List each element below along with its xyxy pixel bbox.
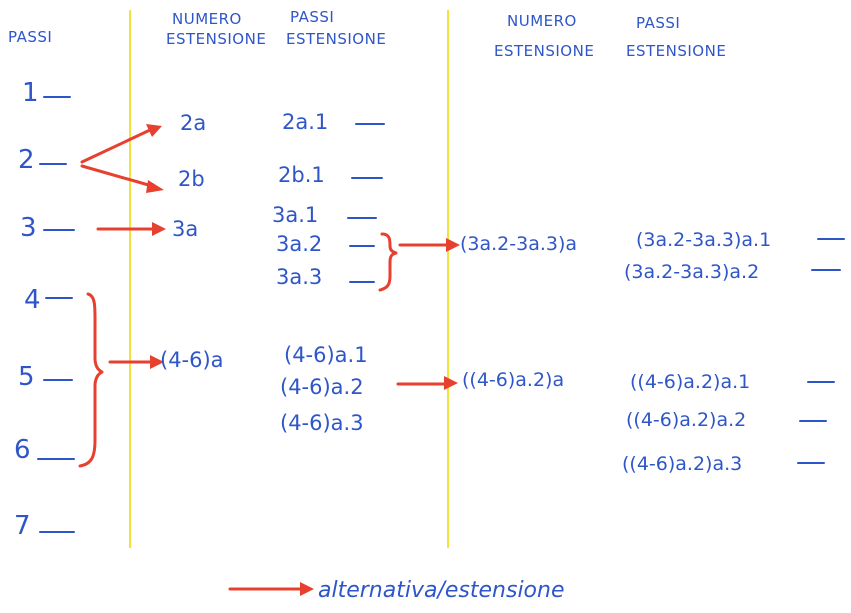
- extension-2b: 2b: [178, 167, 205, 191]
- step-7: 7: [14, 511, 31, 541]
- extension-2a: 2a: [180, 111, 206, 135]
- nested-step-4: ((4-6)a.2)a.2: [626, 409, 746, 431]
- header-passi-estensione-2: PASSI: [636, 14, 680, 32]
- arrowhead-2a: [146, 124, 162, 137]
- step-3: 3: [20, 213, 37, 243]
- step-6: 6: [14, 435, 31, 465]
- arrow-2-to-2a: [80, 128, 152, 164]
- ext-step-2b-1: 2b.1: [278, 163, 325, 187]
- nested-step-2: (3a.2-3a.3)a.2: [624, 261, 759, 283]
- nested-step-1: (3a.2-3a.3)a.1: [636, 229, 771, 251]
- ext-step-3a-2: 3a.2: [276, 232, 322, 256]
- ext-step-4-6a-3: (4-6)a.3: [280, 411, 364, 435]
- step-5: 5: [18, 362, 35, 392]
- header-passi-estensione-2-line2: ESTENSIONE: [626, 42, 726, 60]
- header-passi: PASSI: [8, 28, 52, 46]
- ext-step-3a-3: 3a.3: [276, 265, 322, 289]
- brace-steps-4-6: [78, 292, 104, 468]
- header-numero-estensione-2: NUMERO: [507, 12, 577, 30]
- ext-step-4-6a-1: (4-6)a.1: [284, 343, 368, 367]
- arrowhead-3a2-3a3: [446, 238, 460, 252]
- arrowhead-3a: [152, 222, 166, 236]
- nested-extension-4-6a2: ((4-6)a.2)a: [462, 369, 564, 391]
- step-4: 4: [24, 285, 41, 315]
- arrowhead-4-6a2: [444, 376, 458, 390]
- legend-label: alternativa/estensione: [318, 578, 565, 603]
- header-numero-estensione-2-line2: ESTENSIONE: [494, 42, 594, 60]
- ext-step-4-6a-2: (4-6)a.2: [280, 375, 364, 399]
- extension-4-6a: (4-6)a: [160, 348, 224, 372]
- arrowhead-4-6: [150, 355, 164, 369]
- nested-extension-3a2-3a3: (3a.2-3a.3)a: [460, 233, 577, 255]
- nested-step-5: ((4-6)a.2)a.3: [622, 453, 742, 475]
- step-1: 1: [22, 78, 39, 108]
- extension-3a: 3a: [172, 217, 198, 241]
- step-2: 2: [18, 145, 35, 175]
- ext-step-2a-1: 2a.1: [282, 110, 328, 134]
- arrow-2-to-2b: [80, 164, 154, 188]
- ext-step-3a-1: 3a.1: [272, 203, 318, 227]
- legend-arrowhead: [300, 582, 314, 596]
- brace-3a2-3a3: [378, 232, 398, 292]
- header-passi-estensione-1: PASSI: [290, 8, 334, 26]
- header-passi-estensione-1-line2: ESTENSIONE: [286, 30, 386, 48]
- nested-step-3: ((4-6)a.2)a.1: [630, 371, 750, 393]
- header-numero-estensione-1: NUMERO: [172, 10, 242, 28]
- arrowhead-2b: [146, 180, 164, 193]
- header-numero-estensione-1-line2: ESTENSIONE: [166, 30, 266, 48]
